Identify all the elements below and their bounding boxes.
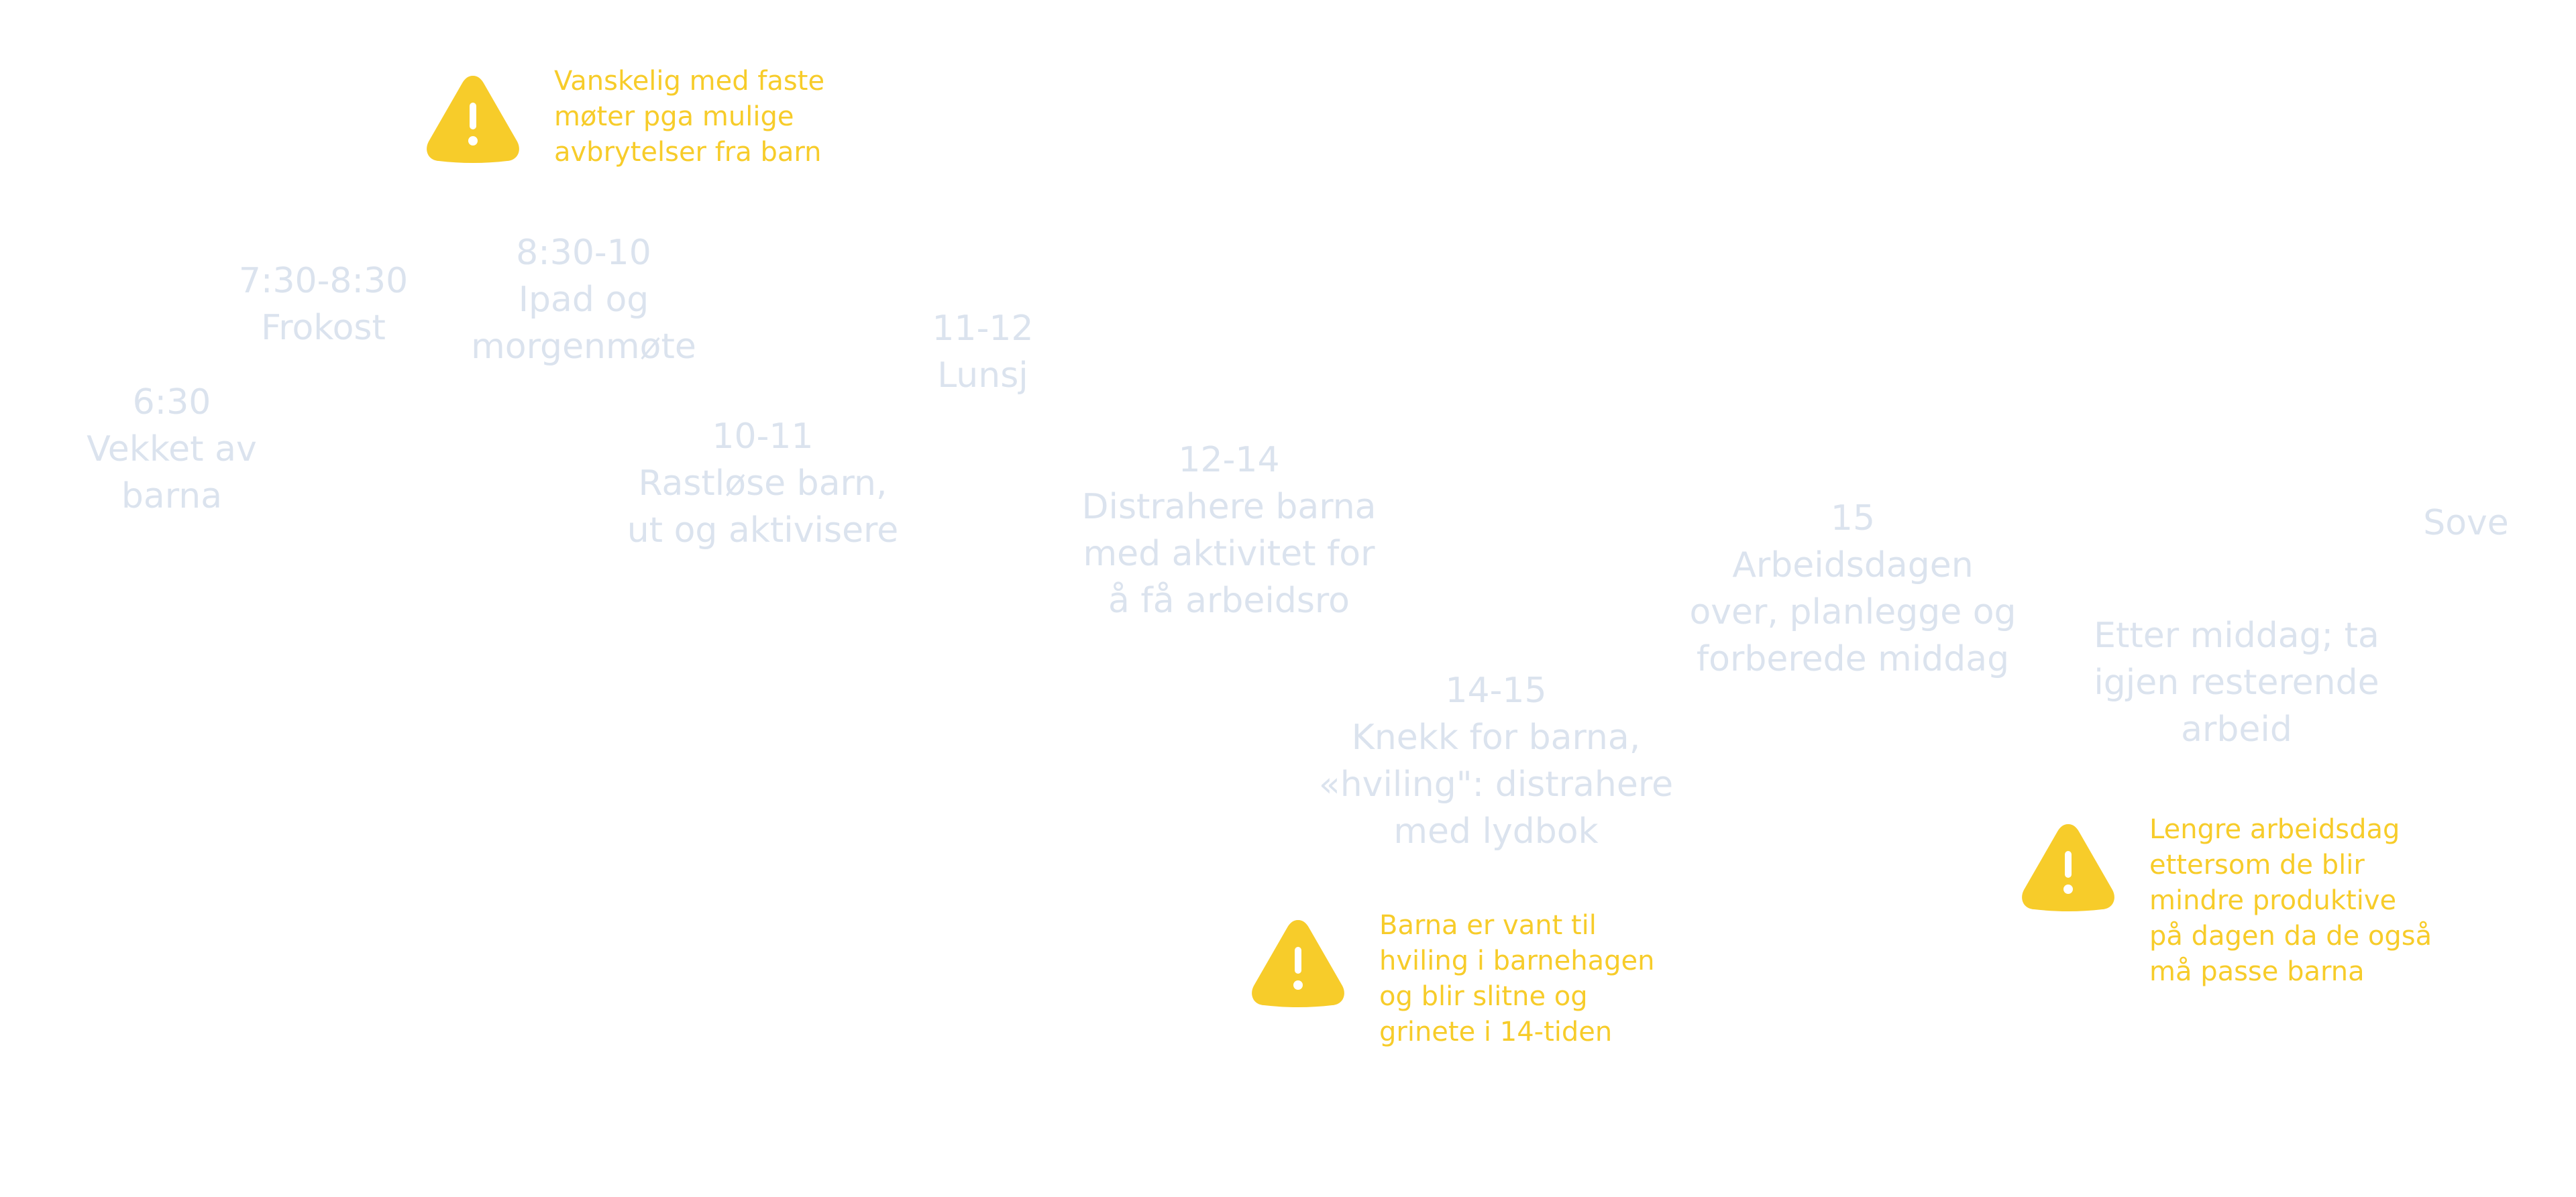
step-time: 11-12 [932,308,1034,349]
step-time: 14-15 [1445,671,1547,711]
step-label-line: Etter middag; ta [2094,616,2379,656]
step-label-line: Vekket av [87,429,257,469]
step-12-14: 12-14 Distrahere barna med aktivitet for… [1081,437,1376,624]
step-label-line: Arbeidsdagen [1732,545,1974,585]
warning-line: på dagen da de også [2149,921,2432,952]
step-14-15: 14-15 Knekk for barna, «hviling": distra… [1319,667,1673,855]
step-time: 12-14 [1178,440,1280,480]
warning-line: ettersom de blir [2149,850,2365,880]
step-label-line: Distrahere barna [1081,487,1377,527]
step-time: 15 [1830,498,1876,538]
warning-icon [2022,824,2114,911]
step-label-line: Knekk for barna, [1351,718,1641,758]
step-label-line: barna [121,476,223,516]
step-label-line: over, planlegge og [1689,592,2017,632]
step-time: 8:30-10 [516,233,651,273]
warning-text: Lengre arbeidsdag ettersom de blir mindr… [2149,812,2432,990]
step-label-line: igjen resterende [2094,663,2379,703]
step-0830-10: 8:30-10 Ipad og morgenmøte [471,229,696,370]
step-0630: 6:30 Vekket av barna [87,379,256,520]
warning-callout: Vanskelig med faste møter pga mulige avb… [424,66,824,170]
step-label-line: «hviling": distrahere [1318,764,1674,805]
step-0730-0830: 7:30-8:30 Frokost [239,258,408,351]
step-label-line: Lunsj [937,355,1028,396]
step-label-line: å få arbeidsro [1108,581,1350,621]
step-10-11: 10-11 Rastløse barn, ut og aktivisere [627,413,899,554]
step-label-line: Rastløse barn, [638,463,888,504]
warning-line: møter pga mulige [554,101,794,132]
step-label-line: med aktivitet for [1083,534,1375,574]
step-label-line: Sove [2423,503,2509,543]
warning-line: Vanskelig med faste [554,66,825,97]
warning-line: Lengre arbeidsdag [2149,814,2400,845]
warning-callout: Lengre arbeidsdag ettersom de blir mindr… [2019,814,2432,990]
warning-line: avbrytelser fra barn [554,137,822,168]
step-label-line: med lydbok [1393,811,1599,852]
warning-callout: Barna er vant til hviling i barnehagen o… [1249,910,1654,1050]
warning-line: og blir slitne og [1379,981,1588,1012]
step-label-line: ut og aktivisere [627,510,899,551]
step-label-line: forberede middag [1696,639,2010,679]
warning-line: må passe barna [2149,956,2365,987]
step-time: 10-11 [712,416,814,457]
warning-line: hviling i barnehagen [1379,946,1655,976]
warning-icon [1252,920,1344,1007]
step-label-line: morgenmøte [471,327,696,367]
warning-line: mindre produktive [2149,885,2397,916]
warning-line: grinete i 14-tiden [1379,1017,1613,1047]
step-label-line: arbeid [2181,709,2292,750]
step-time: 6:30 [132,382,211,422]
step-time: 7:30-8:30 [238,261,409,301]
step-label-line: Frokost [261,308,386,348]
warning-text: Vanskelig med faste møter pga mulige avb… [554,64,824,170]
step-sove: Sove [2423,500,2509,547]
warning-line: Barna er vant til [1379,910,1597,941]
step-etter-middag: Etter middag; ta igjen resterende arbeid [2094,612,2379,753]
step-11-12: 11-12 Lunsj [932,305,1033,399]
warning-text: Barna er vant til hviling i barnehagen o… [1379,908,1654,1050]
warning-icon [427,76,519,163]
step-15: 15 Arbeidsdagen over, planlegge og forbe… [1689,495,2016,683]
step-label-line: Ipad og [518,280,649,320]
